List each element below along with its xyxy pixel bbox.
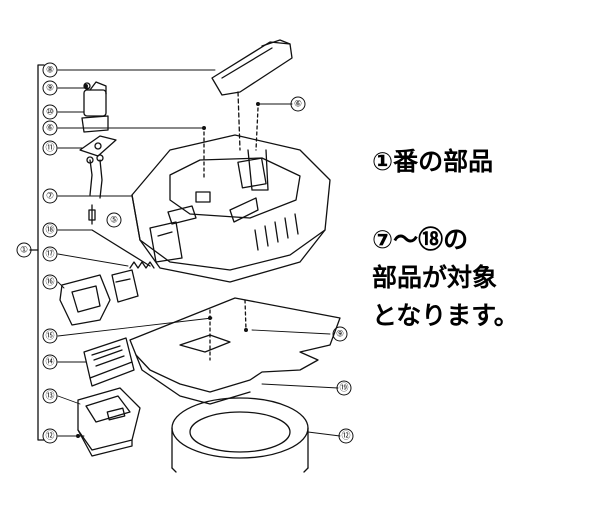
callout-label: ⑰ [45,249,54,260]
caption-range-line-1: ⑦〜⑱の [372,225,469,254]
callout-labels: ⑧ ⑨ ⑩ ⑥ ⑪ ⑦ ⑱ ⑰ ⑯ ① ⑮ ⑭ ⑬ ⑫ ⑤ ⑥ ⑨ ⑲ ⑫ [20,66,351,442]
spring-part [91,229,155,269]
callout-label: ⑤ [110,216,118,226]
callout-label: ⑲ [339,383,348,394]
callout-label: ⑪ [45,143,54,154]
latch-part [111,269,139,303]
fasteners [76,84,260,438]
callout-label: ⑮ [45,331,54,342]
callout-label: ⑦ [46,192,54,202]
caption-range-line-3: となります。 [372,301,519,330]
cover-part [59,274,111,326]
callout-label: ⑯ [45,277,54,288]
base-plate-part [129,297,341,405]
callout-label: ⑥ [46,124,54,134]
callout-label: ⑨ [46,84,54,94]
group-bracket [37,64,45,441]
wire-part [86,154,104,225]
callout-circles [16,62,354,444]
housing-part [131,107,331,283]
caption-range: ⑦〜⑱の 部品が対象 となります。 [372,221,519,335]
bracket-part [79,135,117,157]
switch-part [81,81,109,133]
caption-range-line-2: 部品が対象 [372,263,498,292]
callout-label: ⑱ [45,225,54,236]
callout-label: ⑩ [46,108,54,118]
callout-label: ⑭ [45,357,54,368]
tank-part [171,397,309,473]
handle-part [211,39,293,151]
filter-box-part [83,337,135,387]
callout-label: ① [20,246,28,256]
callout-label: ⑫ [45,431,54,442]
caption-main-line: ①番の部品 [372,147,494,176]
tray-part [77,387,141,457]
callout-label: ⑫ [341,431,350,442]
callout-label: ⑨ [336,330,344,340]
callout-label: ⑧ [46,66,54,76]
callout-label: ⑬ [45,391,54,402]
callout-label: ⑥ [294,100,302,110]
leader-lines [57,69,341,437]
caption-main: ①番の部品 [372,143,493,181]
